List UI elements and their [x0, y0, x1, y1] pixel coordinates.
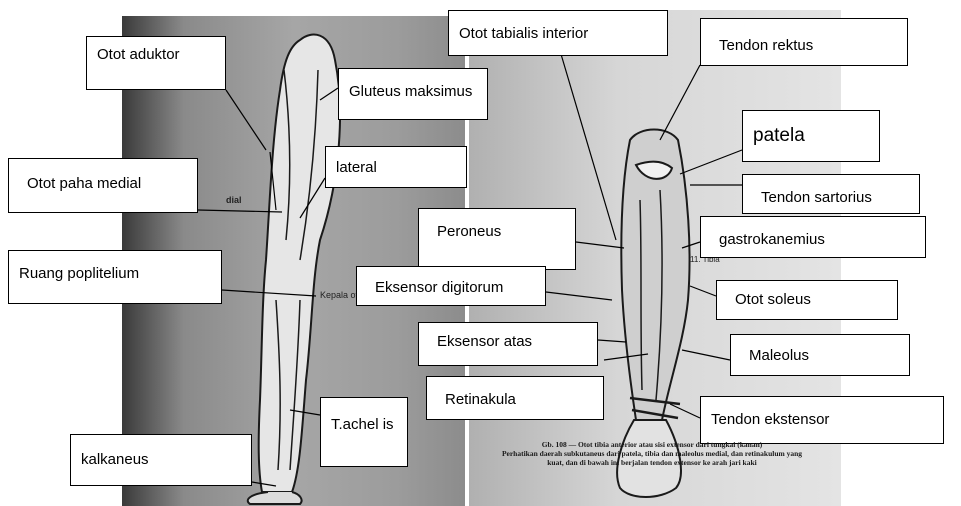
label-tendon-ekstensor: Tendon ekstensor: [700, 396, 944, 444]
label-otot-tabialis-interior: Otot tabialis interior: [448, 10, 668, 56]
caption-line-1: Gb. 108 — Otot tibia anterior atau sisi …: [482, 440, 822, 449]
label-t-achelis: T.achel is: [320, 397, 408, 467]
label-maleolus: Maleolus: [730, 334, 910, 376]
label-kalkaneus: kalkaneus: [70, 434, 252, 486]
label-peroneus: Peroneus: [418, 208, 576, 270]
label-tendon-rektus: Tendon rektus: [700, 18, 908, 66]
figure-caption: Gb. 108 — Otot tibia anterior atau sisi …: [482, 440, 822, 467]
label-tendon-sartorius: Tendon sartorius: [742, 174, 920, 214]
label-eksensor-digitorum: Eksensor digitorum: [356, 266, 546, 306]
caption-line-2: Perhatikan daerah subkutaneus dari patel…: [482, 449, 822, 458]
caption-line-3: kuat, dan di bawah ini berjalan tendon e…: [482, 458, 822, 467]
label-ruang-poplitelium: Ruang poplitelium: [8, 250, 222, 304]
label-otot-soleus: Otot soleus: [716, 280, 898, 320]
label-gastrokanemius: gastrokanemius: [700, 216, 926, 258]
photo-label-kepala: Kepala ot: [320, 290, 358, 300]
label-gluteus-maksimus: Gluteus maksimus: [338, 68, 488, 120]
label-lateral: lateral: [325, 146, 467, 188]
label-otot-paha-medial: Otot paha medial: [8, 158, 198, 213]
label-retinakula: Retinakula: [426, 376, 604, 420]
label-patela: patela: [742, 110, 880, 162]
label-otot-aduktor: Otot aduktor: [86, 36, 226, 90]
photo-label-medial: dial: [226, 195, 242, 205]
label-eksensor-atas: Eksensor atas: [418, 322, 598, 366]
